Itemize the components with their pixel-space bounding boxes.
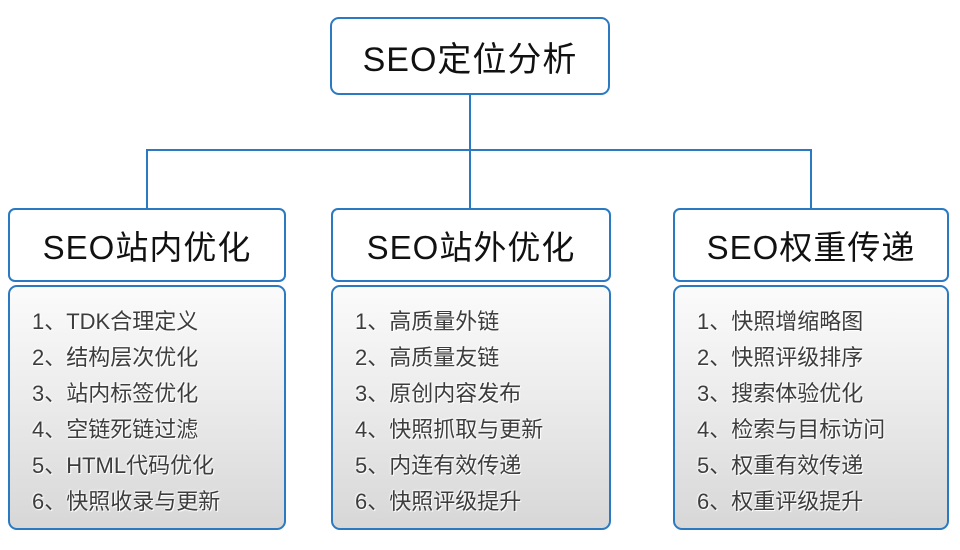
branch-header-weight: SEO权重传递 bbox=[673, 208, 949, 282]
root-node-title: SEO定位分析 bbox=[362, 40, 578, 79]
list-item: 4、检索与目标访问 bbox=[697, 417, 886, 442]
branch-title: SEO站内优化 bbox=[42, 229, 252, 266]
connector-root-stem bbox=[469, 95, 471, 208]
list-item: 1、TDK合理定义 bbox=[32, 309, 199, 334]
list-item: 1、高质量外链 bbox=[355, 309, 500, 334]
list-item: 3、搜索体验优化 bbox=[697, 381, 864, 406]
list-item: 5、权重有效传递 bbox=[697, 453, 864, 478]
connector-drop-right bbox=[810, 149, 812, 208]
list-item: 6、快照收录与更新 bbox=[32, 489, 221, 514]
list-item: 3、原创内容发布 bbox=[355, 381, 522, 406]
branch-header-offsite: SEO站外优化 bbox=[331, 208, 611, 282]
list-item: 1、快照增缩略图 bbox=[697, 309, 864, 334]
list-item: 3、站内标签优化 bbox=[32, 381, 199, 406]
branch-column-weight: SEO权重传递 1、快照增缩略图 2、快照评级排序 3、搜索体验优化 4、检索与… bbox=[673, 208, 949, 530]
branch-column-onsite: SEO站内优化 1、TDK合理定义 2、结构层次优化 3、站内标签优化 4、空链… bbox=[8, 208, 286, 530]
branch-header-onsite: SEO站内优化 bbox=[8, 208, 286, 282]
list-item: 4、快照抓取与更新 bbox=[355, 417, 544, 442]
connector-drop-left bbox=[146, 149, 148, 208]
list-item: 6、快照评级提升 bbox=[355, 489, 522, 514]
list-item: 4、空链死链过滤 bbox=[32, 417, 199, 442]
list-item: 5、HTML代码优化 bbox=[32, 453, 215, 478]
root-node: SEO定位分析 bbox=[330, 17, 610, 95]
branch-list-weight: 1、快照增缩略图 2、快照评级排序 3、搜索体验优化 4、检索与目标访问 5、权… bbox=[673, 285, 949, 530]
list-item: 2、高质量友链 bbox=[355, 345, 500, 370]
branch-title: SEO权重传递 bbox=[706, 229, 916, 266]
list-item: 5、内连有效传递 bbox=[355, 453, 522, 478]
branch-title: SEO站外优化 bbox=[366, 229, 576, 266]
list-item: 6、权重评级提升 bbox=[697, 489, 864, 514]
connector-horizontal bbox=[146, 149, 812, 151]
list-item: 2、快照评级排序 bbox=[697, 345, 864, 370]
branch-list-offsite: 1、高质量外链 2、高质量友链 3、原创内容发布 4、快照抓取与更新 5、内连有… bbox=[331, 285, 611, 530]
branch-column-offsite: SEO站外优化 1、高质量外链 2、高质量友链 3、原创内容发布 4、快照抓取与… bbox=[331, 208, 611, 530]
branch-list-onsite: 1、TDK合理定义 2、结构层次优化 3、站内标签优化 4、空链死链过滤 5、H… bbox=[8, 285, 286, 530]
list-item: 2、结构层次优化 bbox=[32, 345, 199, 370]
